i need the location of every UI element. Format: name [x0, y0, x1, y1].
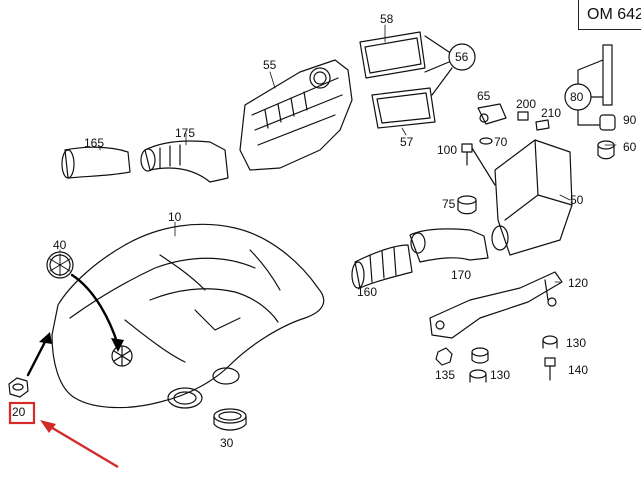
callout-30: 30 — [220, 436, 234, 450]
highlight-arrow-line — [43, 421, 119, 469]
callout-57: 57 — [400, 135, 414, 149]
air-filter-housing-part-55 — [239, 59, 353, 171]
callout-140: 140 — [568, 363, 589, 377]
emblem-part-40 — [46, 251, 74, 279]
intake-pipe-part-165 — [61, 146, 131, 179]
filter-frame-part-57 — [371, 87, 436, 129]
callout-50: 50 — [570, 193, 584, 207]
seal-part-70 — [479, 137, 493, 145]
callout-160: 160 — [357, 285, 378, 299]
callout-135: 135 — [435, 368, 456, 382]
callout-80: 80 — [570, 90, 584, 104]
stud-part-90 — [599, 44, 616, 131]
filter-frame-part-58 — [359, 31, 426, 79]
grommet-part-75 — [457, 195, 477, 215]
callout-65: 65 — [477, 89, 491, 103]
nut-part-135 — [435, 347, 453, 366]
callout-170: 170 — [451, 268, 472, 282]
group-circle-56 — [424, 35, 476, 96]
bolt-part-140 — [544, 357, 556, 381]
callout-175: 175 — [175, 126, 196, 140]
callout-56: 56 — [455, 50, 469, 64]
clip-part-210 — [535, 119, 550, 131]
intake-duct-part-50 — [491, 139, 573, 256]
callout-58: 58 — [380, 12, 394, 26]
plug-part-30 — [213, 408, 247, 431]
group-circle-80 — [564, 59, 604, 126]
callout-55: 55 — [263, 58, 277, 72]
callout-165: 165 — [84, 136, 105, 150]
intake-hose-part-175 — [140, 140, 229, 183]
callout-130-right: 130 — [566, 336, 587, 350]
plug-part-200 — [517, 111, 529, 121]
grommet-part-130-c — [542, 335, 558, 349]
engine-cover-part-10 — [51, 223, 325, 409]
callout-70: 70 — [494, 135, 508, 149]
elbow-part-170 — [409, 228, 489, 263]
callout-90: 90 — [623, 113, 637, 127]
highlight-box — [8, 401, 36, 425]
leader-lines — [59, 24, 617, 283]
nut-part-20 — [8, 377, 29, 398]
highlight-arrow-head — [40, 420, 56, 433]
corrugated-hose-part-160 — [351, 244, 413, 289]
callout-120: 120 — [568, 276, 589, 290]
grommet-part-130-a — [471, 347, 489, 364]
callout-20: 20 — [12, 405, 26, 419]
engine-code-box: OM 642 — [578, 0, 641, 30]
bolt-part-100 — [461, 143, 496, 186]
grommet-part-130-b — [469, 369, 487, 383]
arrowhead-nut — [39, 332, 52, 344]
arrowhead-emblem — [111, 338, 124, 352]
callout-100: 100 — [437, 143, 458, 157]
callout-200: 200 — [516, 97, 537, 111]
sensor-part-65 — [477, 103, 507, 125]
callout-60: 60 — [623, 140, 637, 154]
callout-40: 40 — [53, 238, 67, 252]
grommet-part-60 — [597, 140, 615, 160]
callout-210: 210 — [541, 106, 562, 120]
highlight-annotation — [8, 401, 119, 469]
assembly-arrows — [26, 273, 120, 377]
callout-10: 10 — [168, 210, 182, 224]
callout-130-bottom: 130 — [490, 368, 511, 382]
bracket-part-120 — [429, 271, 563, 339]
callout-75: 75 — [442, 197, 456, 211]
